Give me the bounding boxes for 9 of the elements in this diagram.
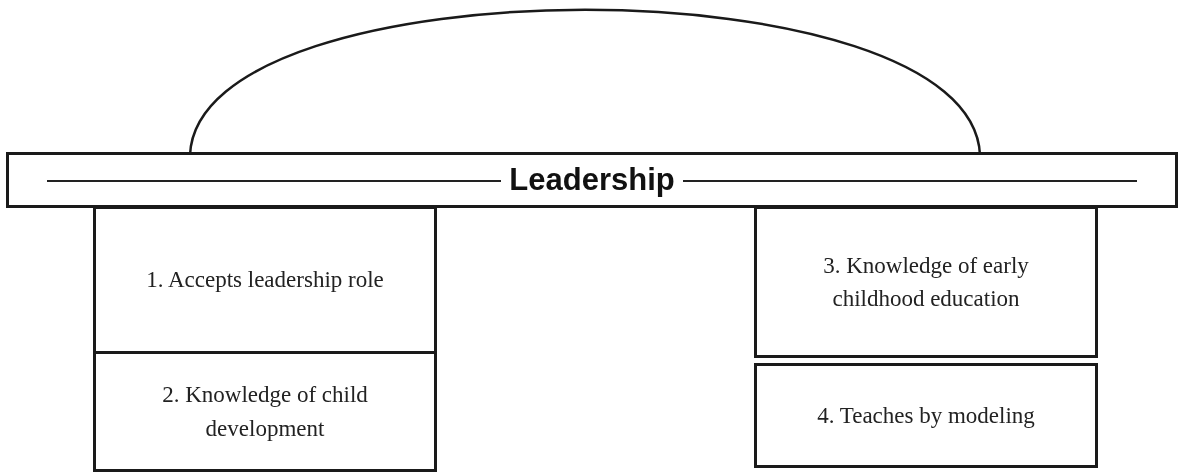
- box-text: 2. Knowledge of child development: [161, 381, 369, 443]
- pillar-box: [754, 363, 1098, 468]
- title-band: [6, 152, 1178, 208]
- box-text: 1. Accepts leadership role: [146, 266, 384, 295]
- pillar-box: [93, 351, 437, 472]
- box-text: 4. Teaches by modeling: [817, 401, 1035, 430]
- pillar-box: [754, 206, 1098, 358]
- pillar-box: [93, 206, 437, 354]
- box-text: 3. Knowledge of early childhood education: [822, 251, 1030, 313]
